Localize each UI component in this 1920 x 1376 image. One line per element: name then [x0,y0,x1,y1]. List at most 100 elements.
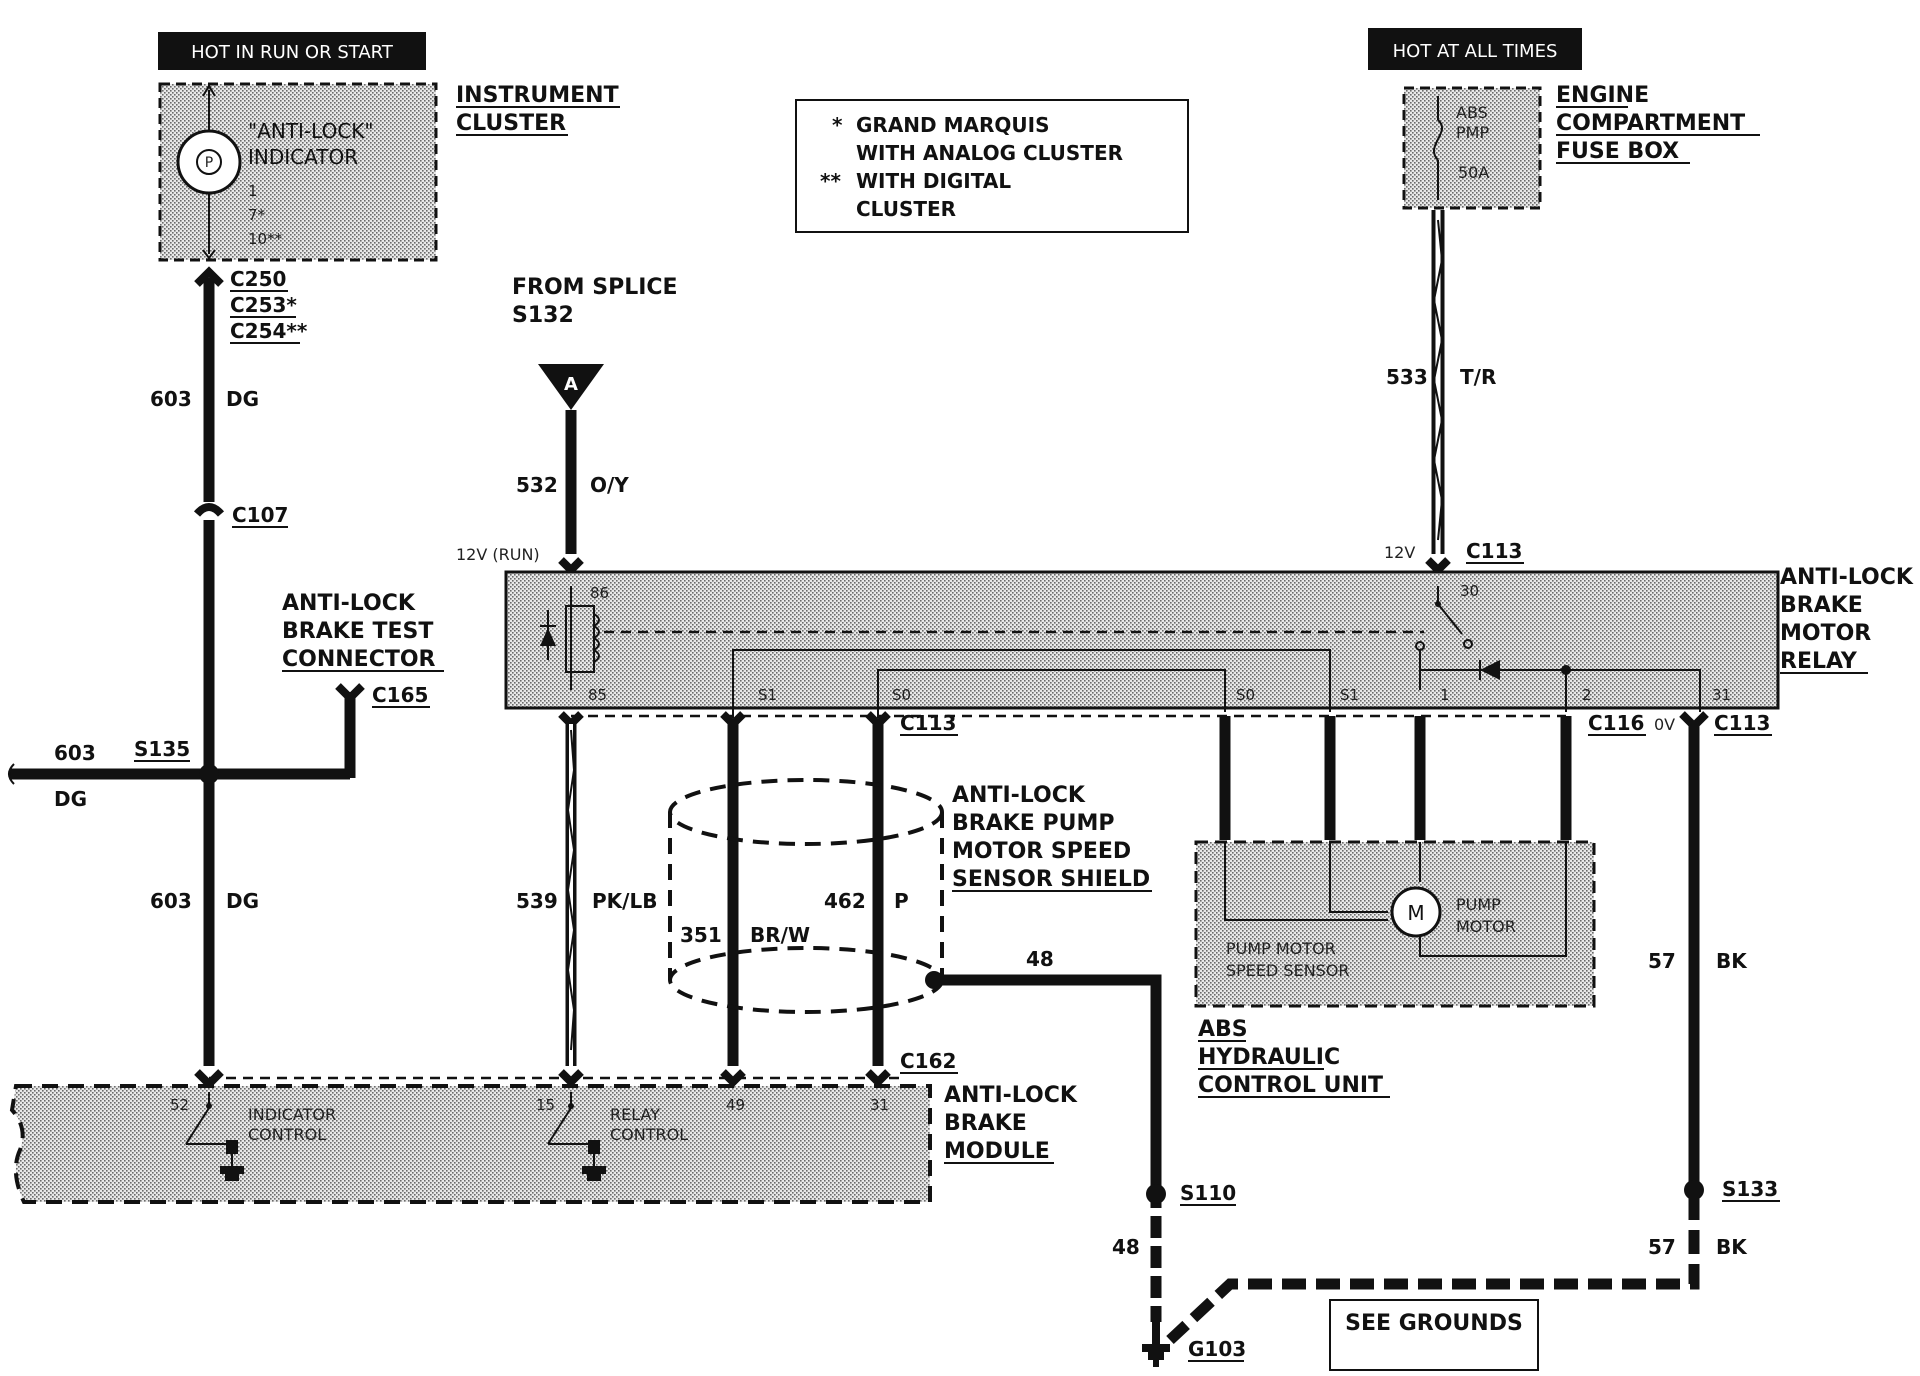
svg-text:52: 52 [170,1096,189,1114]
svg-text:C116: C116 [1588,711,1644,735]
motor-relay-label: ANTI-LOCK BRAKE MOTOR RELAY [1780,565,1914,674]
wire-48: 48 48 S110 [942,947,1236,1322]
svg-text:50A: 50A [1458,163,1489,182]
svg-text:CONTROL UNIT: CONTROL UNIT [1198,1073,1383,1098]
svg-text:HOT IN RUN OR START: HOT IN RUN OR START [191,42,394,63]
svg-text:P: P [205,155,213,171]
splice-arrow-icon [538,364,604,410]
see-grounds-box[interactable]: SEE GROUNDS [1329,1299,1539,1371]
svg-text:WITH DIGITAL: WITH DIGITAL [856,169,1011,193]
svg-text:12V: 12V [1384,543,1415,562]
svg-text:15: 15 [536,1096,555,1114]
svg-text:SENSOR SHIELD: SENSOR SHIELD [952,867,1150,892]
svg-text:ANTI-LOCK: ANTI-LOCK [282,591,416,616]
svg-text:RELAY: RELAY [1780,649,1858,674]
wire-532: 532 O/Y [516,410,629,576]
relay-voltages: 12V (RUN) 12V C113 [456,539,1524,564]
wire-603: 603 DG 603 DG C107 [150,266,288,1090]
svg-text:S0: S0 [1236,686,1255,704]
svg-text:532: 532 [516,473,558,497]
fuse-box: ABS PMP 50A [1402,86,1542,210]
svg-text:C162: C162 [900,1049,956,1073]
splice-s135: 603 DG S135 C165 [8,683,430,811]
svg-text:DG: DG [226,387,259,411]
svg-text:BK: BK [1716,949,1748,973]
svg-text:BR/W: BR/W [750,923,810,947]
splice-s132-source: FROM SPLICE S132 A [512,275,678,410]
svg-text:S1: S1 [758,686,777,704]
svg-text:FROM SPLICE: FROM SPLICE [512,275,678,300]
test-connector-label: ANTI-LOCK BRAKE TEST CONNECTOR [282,591,444,672]
svg-text:PUMP MOTOR: PUMP MOTOR [1226,939,1336,958]
svg-text:C107: C107 [232,503,288,527]
svg-text:CLUSTER: CLUSTER [456,111,566,136]
svg-text:CONNECTOR: CONNECTOR [282,647,436,672]
svg-text:S135: S135 [134,737,190,761]
svg-text:C250: C250 [230,267,286,291]
svg-text:ANTI-LOCK: ANTI-LOCK [944,1083,1078,1108]
svg-text:PUMP: PUMP [1456,895,1501,914]
svg-text:DG: DG [226,889,259,913]
wire-533: 533 T/R [1386,210,1496,576]
svg-text:FUSE BOX: FUSE BOX [1556,139,1679,164]
svg-text:10**: 10** [248,230,283,248]
svg-text:ANTI-LOCK: ANTI-LOCK [952,783,1086,808]
brake-module: 52 INDICATOR CONTROL 15 RELAY CONTROL 49… [9,1084,932,1204]
svg-text:C113: C113 [1714,711,1770,735]
motor-relay: 86 85 30 S1 S0 S0 S1 1 2 31 [504,570,1780,718]
svg-text:T/R: T/R [1460,365,1496,389]
fuse-box-label: ENGINE COMPARTMENT FUSE BOX [1556,83,1760,164]
svg-text:7*: 7* [248,206,266,224]
svg-text:1: 1 [1440,686,1450,704]
wire-351: 351 BR/W [680,711,810,1088]
svg-text:PMP: PMP [1456,123,1489,142]
svg-text:1: 1 [248,182,258,200]
svg-text:ABS: ABS [1198,1017,1248,1042]
svg-text:49: 49 [726,1096,745,1114]
svg-text:HOT AT ALL TIMES: HOT AT ALL TIMES [1393,41,1558,62]
svg-text:HYDRAULIC: HYDRAULIC [1198,1045,1340,1070]
svg-text:A: A [564,374,578,395]
svg-text:603: 603 [150,387,192,411]
svg-text:C165: C165 [372,683,428,707]
hcu-wires: C116 [1219,711,1646,840]
legend-box: * GRAND MARQUIS WITH ANALOG CLUSTER ** W… [795,99,1189,233]
svg-text:CONTROL: CONTROL [610,1125,688,1144]
svg-text:57: 57 [1648,1235,1676,1259]
brake-module-label: C162 ANTI-LOCK BRAKE MODULE [900,1049,1078,1164]
svg-text:2: 2 [1582,686,1592,704]
instrument-cluster-label: INSTRUMENT CLUSTER [456,83,620,136]
instrument-cluster: P "ANTI-LOCK" INDICATOR 1 7* 10** [158,82,438,262]
svg-text:INDICATOR: INDICATOR [248,1105,336,1124]
svg-text:0V: 0V [1654,715,1675,734]
svg-text:SPEED SENSOR: SPEED SENSOR [1226,961,1350,980]
hydraulic-control-unit-label: ABS HYDRAULIC CONTROL UNIT [1198,1017,1390,1098]
pump-motor-icon [1390,886,1442,938]
svg-text:48: 48 [1112,1235,1140,1259]
svg-text:462: 462 [824,889,866,913]
svg-text:*: * [832,113,843,137]
svg-text:G103: G103 [1188,1337,1246,1361]
svg-text:CLUSTER: CLUSTER [856,197,956,221]
svg-text:ABS: ABS [1456,103,1488,122]
svg-text:**: ** [820,169,841,193]
wire-539: 539 PK/LB [516,711,657,1088]
svg-text:GRAND MARQUIS: GRAND MARQUIS [856,113,1049,137]
hydraulic-control-unit: M PUMP MOTOR SPEED SENSOR PUMP MOTOR [1194,840,1596,1008]
diode-icon [1480,660,1500,680]
svg-text:S0: S0 [892,686,911,704]
hot-in-run-header: HOT IN RUN OR START [158,32,426,70]
svg-text:M: M [1407,901,1424,925]
svg-text:ENGINE: ENGINE [1556,83,1649,108]
svg-text:57: 57 [1648,949,1676,973]
relay-switch-icon [1437,603,1463,635]
svg-text:BRAKE PUMP: BRAKE PUMP [952,811,1114,836]
svg-text:85: 85 [588,686,607,704]
svg-text:SEE GROUNDS: SEE GROUNDS [1345,1311,1523,1336]
svg-text:S1: S1 [1340,686,1359,704]
svg-text:O/Y: O/Y [590,473,629,497]
svg-text:48: 48 [1026,947,1054,971]
svg-text:BK: BK [1716,1235,1748,1259]
svg-text:S110: S110 [1180,1181,1236,1205]
